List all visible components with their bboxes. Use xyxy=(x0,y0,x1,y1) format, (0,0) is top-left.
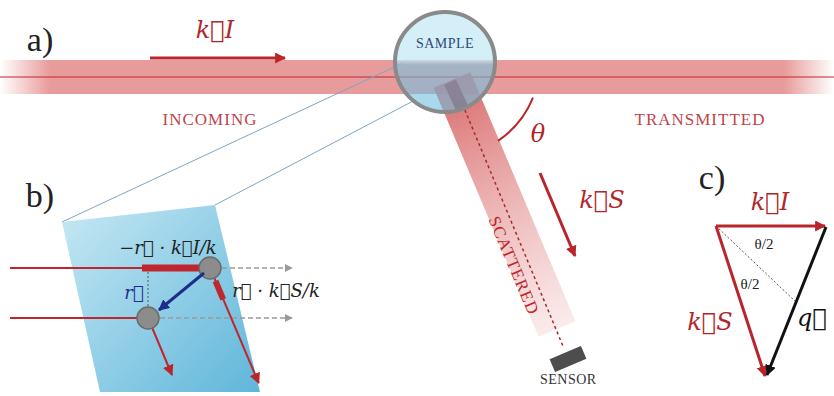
transmitted-ray xyxy=(160,317,292,319)
path-difference-bar xyxy=(142,265,200,272)
sensor-graphic xyxy=(543,346,593,372)
incoming-ray xyxy=(10,267,199,269)
panel-letter: c) xyxy=(699,159,725,196)
sample-cell: SAMPLE xyxy=(393,10,497,114)
sample-label: SAMPLE xyxy=(416,36,474,52)
vector-label: q⃗ xyxy=(797,305,827,331)
projection-line xyxy=(148,272,149,307)
beam-label: INCOMING xyxy=(163,111,258,130)
angle-arc xyxy=(498,98,533,141)
panel-letter: b) xyxy=(26,177,54,214)
incoming-arrow xyxy=(150,57,285,60)
position-vector xyxy=(159,273,204,310)
sample-plane xyxy=(62,205,260,392)
path-label: −r⃗ · k⃗I/k xyxy=(119,238,216,258)
sensor-label: SENSOR xyxy=(540,372,597,388)
panel-letter: a) xyxy=(27,21,53,58)
zoom-line xyxy=(62,62,405,222)
vector-label: k⃗I xyxy=(751,189,789,215)
beam-axis-connector xyxy=(465,110,563,346)
vector-label: k⃗S xyxy=(687,309,732,335)
angle-label: θ/2 xyxy=(755,236,774,253)
incoming-ray xyxy=(10,317,137,319)
vector-label: r⃗ xyxy=(124,283,143,303)
vector-label: k⃗I xyxy=(196,17,234,43)
scattered-arrow xyxy=(540,173,575,256)
path-label: r⃗ · k⃗S/k xyxy=(232,281,320,301)
beam-label: TRANSMITTED xyxy=(635,111,766,130)
particle xyxy=(137,307,159,329)
path-difference-bar xyxy=(216,281,224,299)
sensor: SENSOR xyxy=(540,346,597,388)
scattered-ray xyxy=(152,328,172,375)
incident-vector xyxy=(716,225,825,228)
scattering-vector xyxy=(767,227,826,375)
vector-label: k⃗S xyxy=(579,187,624,213)
sensor-box xyxy=(550,346,587,372)
angle-label: θ xyxy=(531,121,545,147)
angle-label: θ/2 xyxy=(741,276,760,293)
transmitted-ray xyxy=(222,267,292,269)
